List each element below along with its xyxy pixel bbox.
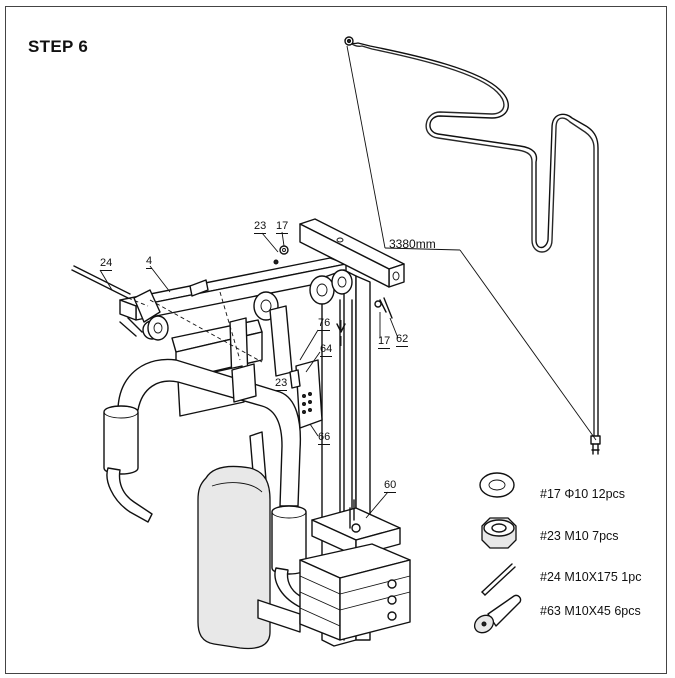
top-frame <box>119 218 405 340</box>
callout-76: 76 <box>318 317 331 331</box>
part-17-label: #17 Φ10 12pcs <box>540 487 626 501</box>
weight-stack <box>299 499 411 641</box>
callout-17-top: 17 <box>276 220 289 234</box>
part-23-label: #23 M10 7pcs <box>540 529 619 543</box>
callout-23-mid: 23 <box>275 377 288 391</box>
rod-icon <box>481 563 516 596</box>
cable-length-label: 3380mm <box>389 237 436 251</box>
rod-24 <box>71 265 149 307</box>
seat-back <box>197 465 301 650</box>
step-title: STEP 6 <box>28 37 89 56</box>
callout-24: 24 <box>100 257 113 271</box>
nut-icon <box>481 517 517 549</box>
callout-4: 4 <box>146 255 153 269</box>
pulley-bracket <box>295 359 323 429</box>
callout-62: 62 <box>396 333 409 347</box>
bolt-icon <box>473 594 522 634</box>
callout-17-right: 17 <box>378 335 391 349</box>
callout-64: 64 <box>320 343 333 357</box>
callout-66: 66 <box>318 431 331 445</box>
callout-23-top: 23 <box>254 220 267 234</box>
hardware-details <box>273 245 393 389</box>
callout-60: 60 <box>384 479 397 493</box>
part-24-label: #24 M10X175 1pc <box>540 570 642 584</box>
cable-drawing <box>344 36 601 455</box>
callout-leaders <box>99 231 399 519</box>
washer-icon <box>479 472 515 498</box>
part-63-label: #63 M10X45 6pcs <box>540 604 641 618</box>
page-border <box>5 6 667 674</box>
